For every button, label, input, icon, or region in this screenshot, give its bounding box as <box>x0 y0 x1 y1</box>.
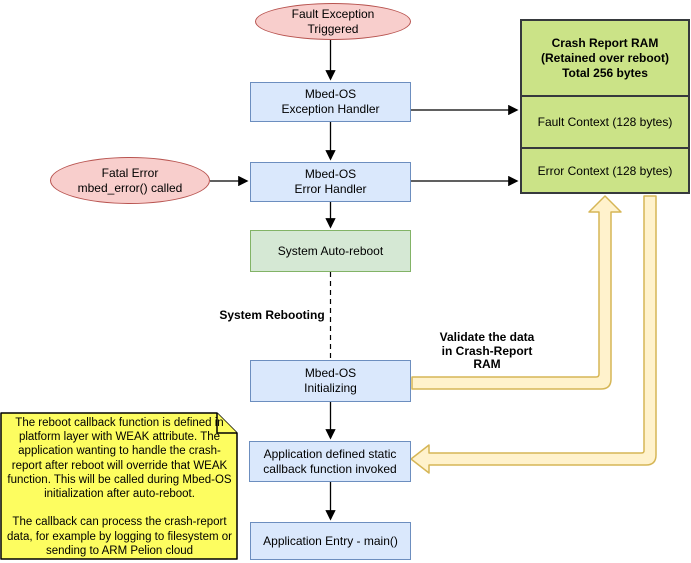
crash-report-ram-block: Crash Report RAM (Retained over reboot) … <box>520 19 690 194</box>
mbed-os-initializing-node: Mbed-OS Initializing <box>250 360 411 402</box>
fatal-error-node: Fatal Error mbed_error() called <box>50 157 210 204</box>
error-context-section: Error Context (128 bytes) <box>522 147 688 192</box>
fault-exception-node: Fault Exception Triggered <box>255 3 411 40</box>
system-rebooting-label: System Rebooting <box>219 308 325 322</box>
fault-context-section: Fault Context (128 bytes) <box>522 95 688 147</box>
crash-report-ram-title: Crash Report RAM (Retained over reboot) … <box>540 35 669 80</box>
note-shape <box>0 412 238 560</box>
system-auto-reboot-node: System Auto-reboot <box>250 230 411 272</box>
validate-ram-label: Validate the data in Crash-Report RAM <box>439 330 535 371</box>
validate-ram-pipe-arrow <box>411 195 622 390</box>
exception-handler-node: Mbed-OS Exception Handler <box>250 82 411 122</box>
error-handler-node: Mbed-OS Error Handler <box>250 162 411 202</box>
app-entry-node: Application Entry - main() <box>250 522 411 560</box>
reboot-callback-note: The reboot callback function is defined … <box>6 417 232 557</box>
app-callback-node: Application defined static callback func… <box>249 441 411 482</box>
ram-to-callback-pipe-arrow <box>410 195 657 474</box>
note-fold-icon <box>216 413 237 434</box>
